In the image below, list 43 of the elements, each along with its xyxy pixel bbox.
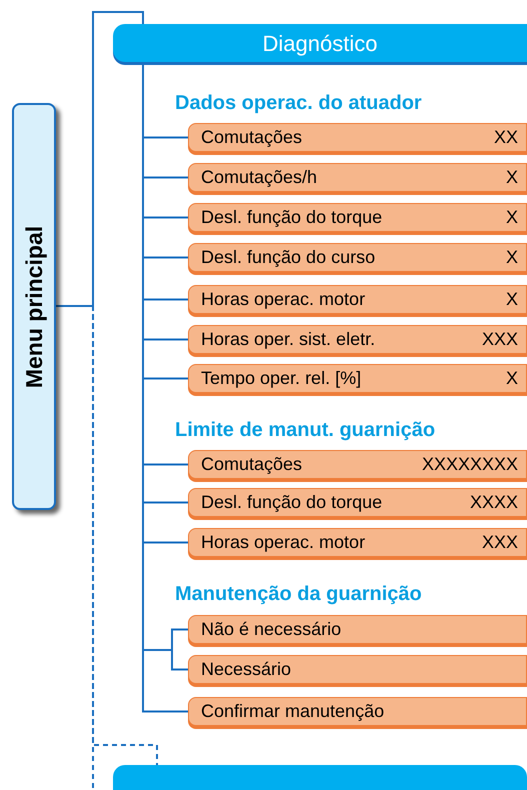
item-label: Tempo oper. rel. [%]: [201, 367, 362, 390]
item-value: X: [506, 166, 518, 189]
menu-item: [188, 655, 527, 684]
item-value: X: [506, 288, 518, 311]
menu-item: [188, 203, 527, 232]
item-value: X: [506, 367, 518, 390]
menu-item: [188, 615, 527, 644]
item-value: XXX: [482, 531, 518, 554]
menu-item: [188, 697, 527, 726]
item-label: Necessário: [201, 658, 292, 681]
item-label: Desl. função do curso: [201, 246, 376, 269]
menu-item: [188, 163, 527, 192]
item-label: Horas operac. motor: [201, 288, 366, 311]
menu-item: [188, 450, 527, 479]
menu-item: [188, 123, 527, 152]
item-label: Horas operac. motor: [201, 531, 366, 554]
item-label: Não é necessário: [201, 618, 342, 641]
item-label: Desl. função do torque: [201, 491, 382, 514]
item-label: Comutações/h: [201, 166, 318, 189]
menu-item: [188, 364, 527, 393]
menu-item: [188, 488, 527, 517]
menu-item: [188, 285, 527, 314]
item-value: X: [506, 206, 518, 229]
menu-bar: [113, 765, 527, 790]
item-value: XXX: [482, 328, 518, 351]
menu-item: [188, 325, 527, 354]
group-heading: Dados operac. do atuador: [175, 91, 422, 116]
item-value: XXXXXXXX: [422, 453, 518, 476]
item-label: Confirmar manutenção: [201, 700, 384, 723]
menu-title: Menu principal: [20, 225, 48, 388]
item-label: Desl. função do torque: [201, 206, 382, 229]
item-label: Comutações: [201, 453, 302, 476]
menu-item: [188, 243, 527, 272]
item-value: XXXX: [470, 491, 518, 514]
menu-item: [188, 528, 527, 557]
group-heading: Manutenção da guarnição: [175, 582, 422, 607]
menu-panel: [12, 103, 56, 510]
item-value: X: [506, 246, 518, 269]
group-heading: Limite de manut. guarnição: [175, 418, 436, 443]
section-header: Diagnóstico: [113, 24, 527, 62]
item-label: Horas oper. sist. eletr.: [201, 328, 376, 351]
item-label: Comutações: [201, 126, 302, 149]
item-value: XX: [494, 126, 518, 149]
